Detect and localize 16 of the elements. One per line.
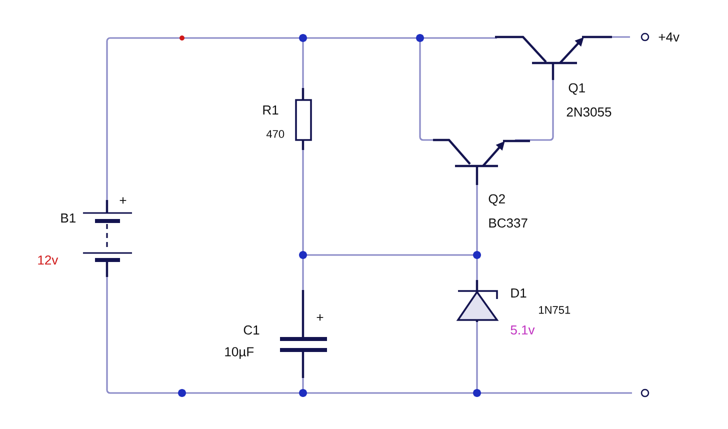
component-label: C1 — [244, 325, 260, 335]
value-label: 2N3055 — [566, 107, 612, 117]
voltage-label: 5.1v — [510, 325, 535, 335]
value-label: 1N751 — [539, 306, 570, 314]
value-label: 470 — [266, 130, 284, 138]
polarity-sign: + — [120, 197, 126, 204]
component-label: Q1 — [568, 83, 585, 95]
component-label: D1 — [511, 288, 526, 298]
terminal-label: +4v — [658, 32, 680, 42]
component-label: R1 — [263, 106, 278, 114]
value-label: 10µF — [225, 347, 254, 359]
value-label: BC337 — [489, 218, 528, 228]
voltage-label: 12v — [38, 255, 58, 265]
component-label: B1 — [61, 214, 76, 222]
component-label: Q2 — [488, 194, 505, 206]
polarity-sign: + — [316, 314, 324, 321]
